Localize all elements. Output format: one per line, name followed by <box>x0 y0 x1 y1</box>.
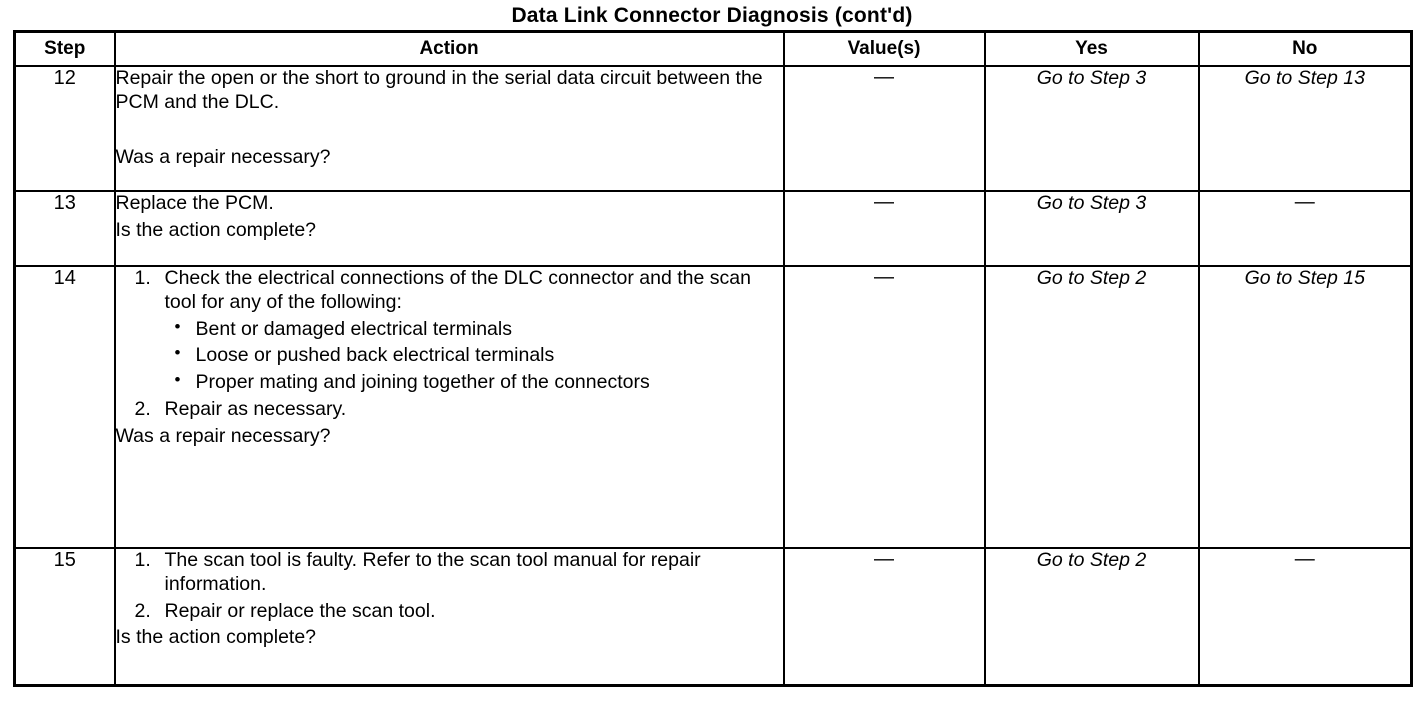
table-header: Step Action Value(s) Yes No <box>13 30 1413 67</box>
action-spacer <box>116 117 783 143</box>
step-number: 15 <box>13 547 116 686</box>
action-paragraph: Repair the open or the short to ground i… <box>115 67 763 113</box>
value-wrapper: — <box>785 267 984 287</box>
value-cell: — <box>782 265 986 549</box>
no-wrapper: Go to Step 13 <box>1200 67 1411 96</box>
value-text: — <box>874 66 894 88</box>
action-question: Is the action complete? <box>115 218 317 241</box>
value-cell: — <box>782 65 986 192</box>
action-question: Was a repair necessary? <box>115 145 331 168</box>
no-cell: Go to Step 15 <box>1197 265 1413 549</box>
header-row: Step Action Value(s) Yes No <box>13 30 1413 67</box>
yes-goto-text: Go to Step 2 <box>1036 267 1147 289</box>
list-item: 1. Check the electrical connections of t… <box>116 267 783 395</box>
action-paragraph: Replace the PCM. <box>115 192 274 214</box>
value-text: — <box>874 548 894 570</box>
value-wrapper: — <box>785 67 984 87</box>
list-item-number: 2. <box>134 599 151 622</box>
list-item: • Bent or damaged electrical terminals <box>165 316 783 342</box>
action-cell: 1. Check the electrical connections of t… <box>113 265 785 549</box>
list-item: 1. The scan tool is faulty. Refer to the… <box>116 549 783 597</box>
table-row: 15 1. The scan tool is faulty. Refer to … <box>13 547 1413 686</box>
list-item-number: 1. <box>134 267 151 289</box>
yes-wrapper: Go to Step 3 <box>986 192 1198 221</box>
no-cell: Go to Step 13 <box>1197 65 1413 192</box>
value-wrapper: — <box>785 192 984 212</box>
no-goto-text: Go to Step 13 <box>1244 67 1365 89</box>
page-title: Data Link Connector Diagnosis (cont'd) <box>511 4 913 27</box>
action-numbered-list: 1. The scan tool is faulty. Refer to the… <box>116 549 783 623</box>
action-question: Is the action complete? <box>115 626 317 649</box>
list-item: 2. Repair or replace the scan tool. <box>116 600 783 624</box>
bullet-icon: • <box>174 316 181 336</box>
list-item: 2. Repair as necessary. <box>116 398 783 422</box>
list-item-text: Loose or pushed back electrical terminal… <box>195 344 555 367</box>
yes-goto-text: Go to Step 2 <box>1036 549 1147 571</box>
no-goto-text: Go to Step 15 <box>1244 267 1365 289</box>
value-text: — <box>874 191 894 213</box>
table-body: 12 Repair the open or the short to groun… <box>13 65 1413 686</box>
yes-wrapper: Go to Step 3 <box>986 67 1198 96</box>
value-wrapper: — <box>785 549 984 569</box>
list-item-number: 2. <box>134 397 151 420</box>
no-cell: — <box>1197 547 1413 686</box>
action-question: Was a repair necessary? <box>115 424 331 447</box>
yes-wrapper: Go to Step 2 <box>986 549 1198 578</box>
no-wrapper: — <box>1200 192 1411 212</box>
list-item-text: The scan tool is faulty. Refer to the sc… <box>164 549 701 595</box>
yes-goto-text: Go to Step 3 <box>1036 67 1147 89</box>
column-header-yes: Yes <box>983 30 1200 67</box>
column-header-step: Step <box>13 30 116 67</box>
yes-goto-text: Go to Step 3 <box>1036 192 1147 214</box>
action-cell: Repair the open or the short to ground i… <box>113 65 785 192</box>
no-text: — <box>1294 191 1315 213</box>
table-row: 14 1. Check the electrical connections o… <box>13 265 1413 549</box>
step-number: 13 <box>13 190 116 267</box>
table-row: 13 Replace the PCM. Is the action comple… <box>13 190 1413 267</box>
list-item-text: Proper mating and joining together of th… <box>195 371 650 394</box>
no-wrapper: Go to Step 15 <box>1200 267 1411 296</box>
list-item-number: 1. <box>134 549 151 571</box>
list-item-text: Repair as necessary. <box>164 397 347 420</box>
diagnosis-table: Step Action Value(s) Yes No 12 Repair th… <box>13 30 1413 687</box>
no-wrapper: — <box>1200 549 1411 569</box>
list-item-text: Check the electrical connections of the … <box>164 267 751 313</box>
list-item-text: Repair or replace the scan tool. <box>164 599 436 622</box>
step-number: 12 <box>13 65 116 192</box>
action-cell: 1. The scan tool is faulty. Refer to the… <box>113 547 785 686</box>
yes-cell: Go to Step 3 <box>983 65 1200 192</box>
yes-cell: Go to Step 2 <box>983 265 1200 549</box>
step-number: 14 <box>13 265 116 549</box>
yes-cell: Go to Step 2 <box>983 547 1200 686</box>
action-cell: Replace the PCM. Is the action complete? <box>113 190 785 267</box>
no-cell: — <box>1197 190 1413 267</box>
bullet-icon: • <box>174 370 181 390</box>
list-item-text: Bent or damaged electrical terminals <box>195 317 513 340</box>
list-item: • Proper mating and joining together of … <box>165 370 783 395</box>
column-header-no: No <box>1197 30 1413 67</box>
column-header-value: Value(s) <box>782 30 986 67</box>
action-numbered-list: 1. Check the electrical connections of t… <box>116 267 783 422</box>
list-item: • Loose or pushed back electrical termin… <box>165 343 783 368</box>
no-text: — <box>1294 548 1315 570</box>
bullet-icon: • <box>174 343 181 363</box>
table-row: 12 Repair the open or the short to groun… <box>13 65 1413 192</box>
value-cell: — <box>782 190 986 267</box>
action-bullet-list: • Bent or damaged electrical terminals •… <box>165 316 783 395</box>
yes-cell: Go to Step 3 <box>983 190 1200 267</box>
value-cell: — <box>782 547 986 686</box>
value-text: — <box>874 266 894 288</box>
yes-wrapper: Go to Step 2 <box>986 267 1198 296</box>
column-header-action: Action <box>113 30 785 67</box>
